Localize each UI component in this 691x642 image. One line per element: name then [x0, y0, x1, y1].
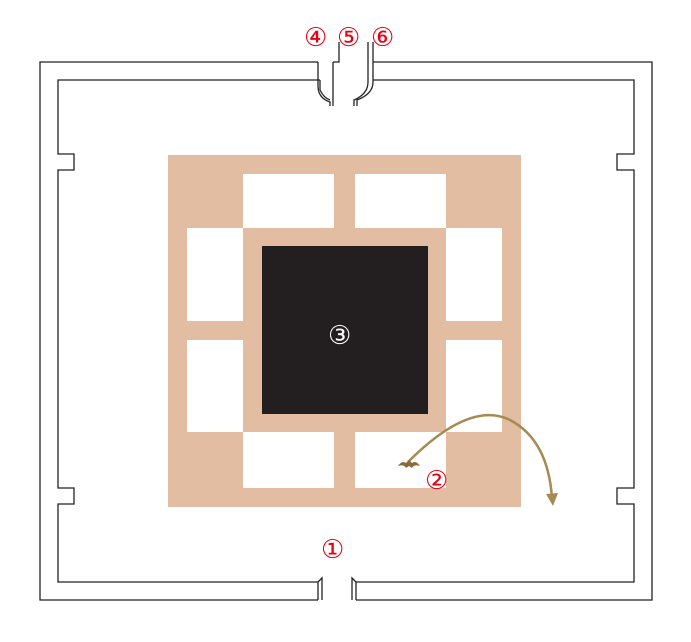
- marker-4: ④: [304, 23, 327, 53]
- bat-icon: [398, 460, 420, 468]
- marker-2: ②: [425, 466, 448, 496]
- outer-wall: [39, 42, 653, 601]
- marker-3: ③: [328, 321, 351, 351]
- marker-5: ⑤: [337, 23, 360, 53]
- marker-6: ⑥: [371, 23, 394, 53]
- curved-arrow-icon: [407, 413, 558, 506]
- center-chamber: [262, 246, 428, 414]
- marker-1: ①: [321, 535, 344, 565]
